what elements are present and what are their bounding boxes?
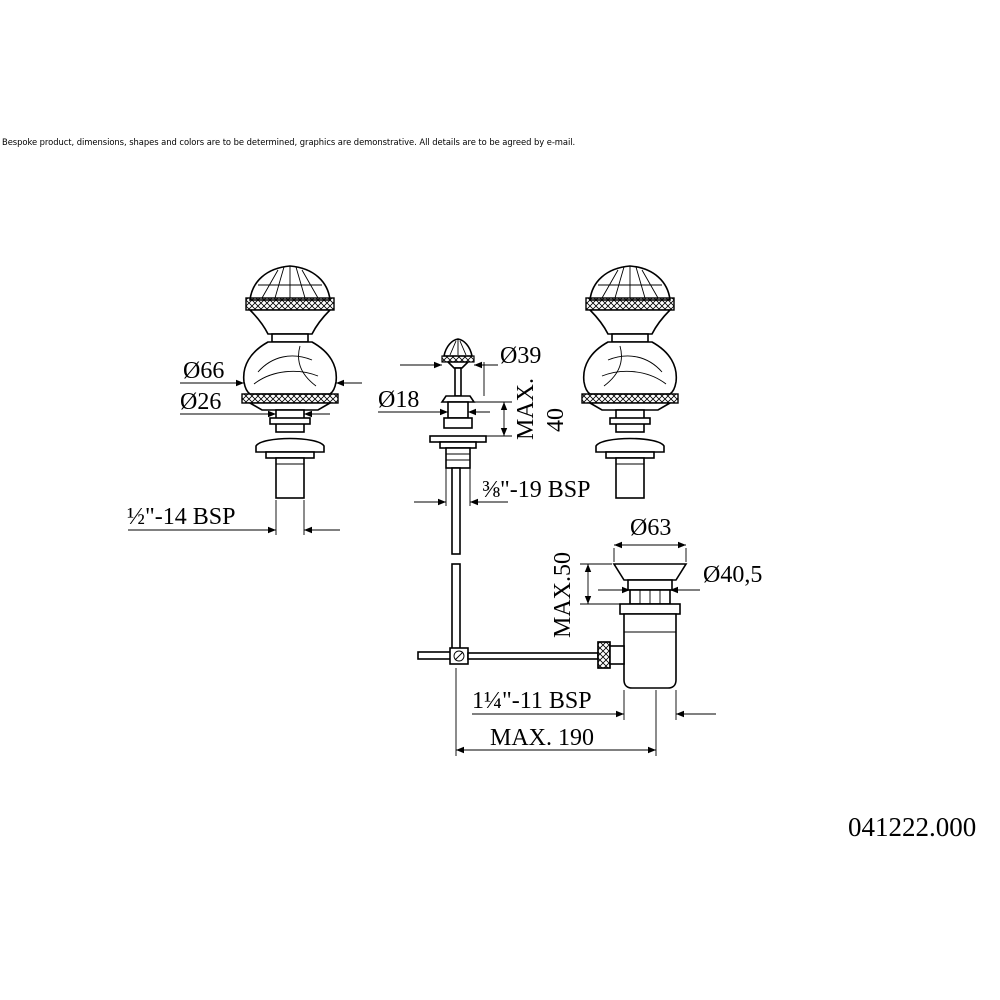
product-code: 041222.000 bbox=[848, 812, 976, 842]
label-max40-bottom: 40 bbox=[543, 408, 569, 432]
drain-waste-assembly bbox=[597, 563, 688, 689]
label-d63: Ø63 bbox=[630, 515, 671, 541]
disclaimer-note: Bespoke product, dimensions, shapes and … bbox=[2, 137, 576, 147]
label-d18: Ø18 bbox=[378, 387, 419, 413]
label-d26: Ø26 bbox=[180, 389, 221, 415]
label-bsp-38: ⅜"-19 BSP bbox=[482, 477, 591, 503]
label-max190: MAX. 190 bbox=[490, 725, 594, 751]
left-valve-handle bbox=[241, 265, 339, 499]
left-valve-dimensions bbox=[128, 379, 362, 535]
drain-dimensions bbox=[455, 541, 716, 756]
label-bsp-114: 1¼"-11 BSP bbox=[472, 688, 592, 714]
popup-rod-dimensions bbox=[378, 361, 512, 506]
label-d66: Ø66 bbox=[183, 358, 224, 384]
label-d39: Ø39 bbox=[500, 343, 541, 369]
label-bsp-half: ½"-14 BSP bbox=[127, 504, 236, 530]
right-valve-handle bbox=[581, 265, 679, 499]
label-d40-5: Ø40,5 bbox=[703, 562, 762, 588]
label-max50: MAX.50 bbox=[550, 552, 576, 638]
label-max40-top: MAX. bbox=[513, 378, 539, 440]
